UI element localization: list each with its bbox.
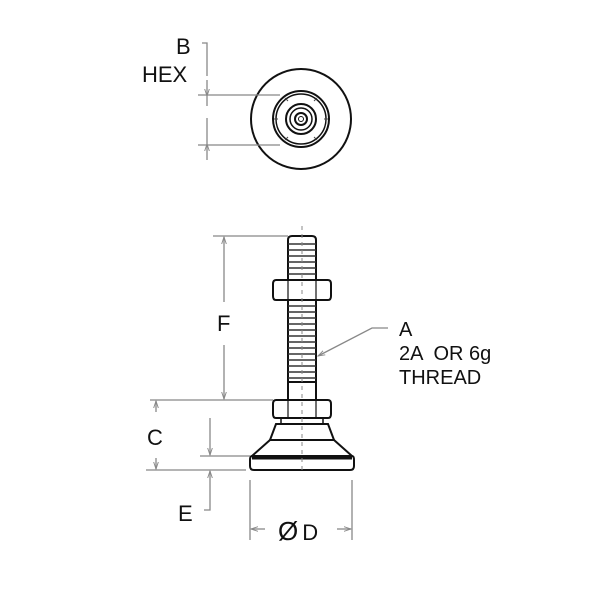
label-hex: HEX [142,62,188,87]
dimension-d [249,480,353,540]
label-d-letter: D [302,520,319,545]
label-thread-word: THREAD [399,367,482,389]
dimension-c [146,401,246,471]
label-thread-spec: 2A OR 6g [399,343,492,365]
diameter-symbol: Ø [278,516,299,546]
label-b: B [176,34,191,59]
label-e: E [178,501,193,526]
thread-leader [318,327,388,356]
thread-callout: A 2A OR 6g THREAD [399,318,491,390]
label-c: C [147,425,163,450]
label-f: F [217,311,231,336]
dimension-b [198,42,280,160]
dimension-e [200,418,250,511]
label-thread-a: A [399,319,413,341]
top-view [250,68,352,170]
dimension-f [150,235,288,401]
